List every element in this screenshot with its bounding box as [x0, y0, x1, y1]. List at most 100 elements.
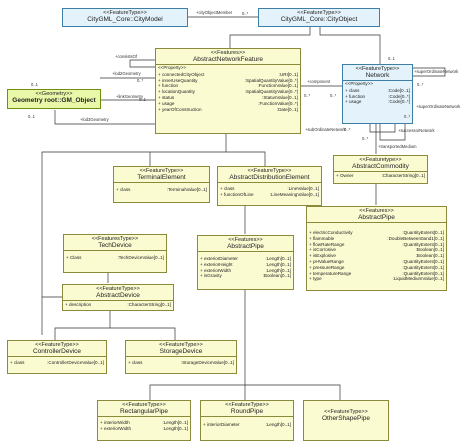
attribute-row: + functionOfLine :LineMeaningValue[0..1]	[220, 192, 319, 198]
class-name: CityGML_Core::CityObject	[280, 16, 358, 23]
edge-anf-generalization-cityobject	[229, 26, 311, 48]
edge-othershape-to-pipe	[245, 384, 341, 400]
attribute-list: + class:StorageDeviceValue[0..1]	[126, 357, 236, 367]
stereotype: <<Geometry>>	[35, 91, 73, 97]
attribute-type: :LineMeaningValue[0..1]	[269, 191, 319, 197]
edge-super-ordinate-network	[412, 67, 446, 77]
multiplicity: 0..*	[137, 78, 144, 83]
attribute-type: :Length[0..1]	[265, 261, 291, 267]
attribute-name: + exteriorWidth	[200, 267, 232, 273]
attribute-name: + pressureRange	[309, 264, 345, 270]
assoc-label-super-ordinate-network: +superOrdinateNetwork	[414, 69, 459, 74]
edge-rectpipe-to-pipe	[149, 290, 246, 400]
assoc-label-city-object-member: +cityObjectMember	[196, 10, 233, 15]
attribute-type: :SpatialQuantityValue[0..*]	[244, 89, 298, 95]
attribute-name: + pHValueRange	[309, 258, 344, 264]
attribute-type: :SpatialQuantityValue[0..*]	[244, 77, 298, 83]
attribute-name: + functionOfLine	[220, 191, 254, 197]
attribute-type: :CharacterString[0..1]	[381, 173, 425, 178]
stereotype: <<FeatureType>>	[35, 342, 79, 348]
attribute-type: :Boolean[0..1]	[262, 273, 291, 279]
attribute-row: + pHValueRange:QuantityExtent[0..1]	[309, 259, 444, 265]
attribute-type: :CharacterString[0..1]	[127, 302, 171, 307]
attribute-row: + class:Code[0..1]	[345, 88, 410, 94]
attribute-row: + exteriorHeight:Length[0..1]	[200, 262, 291, 268]
attribute-row: + type:LiquidMediumValue[0..1]	[309, 276, 444, 282]
attribute-type: :Length[0..1]	[265, 267, 291, 273]
stereotype: <<FeaturesType>>	[91, 236, 139, 242]
attribute-type: :Length[0..1]	[162, 425, 188, 431]
class-name: TechDevice	[98, 242, 132, 249]
class-abstract-network-feature[interactable]: <<Features>>AbstractNetworkFeature <<Pro…	[155, 48, 301, 134]
class-abstract-device[interactable]: <<FeatureType>>AbstractDevice + descript…	[62, 284, 174, 311]
multiplicity: 0..1	[31, 82, 38, 87]
attribute-name: + description	[65, 302, 92, 307]
attribute-row: + yearOfConstruction:Date[0..1]	[158, 107, 298, 113]
class-round-pipe[interactable]: <<FeatureType>>RoundPipe + interiorDiame…	[200, 400, 294, 441]
attribute-type: :Length[0..1]	[265, 422, 291, 427]
attribute-row: + description :CharacterString[0..1]	[65, 302, 171, 308]
class-abstract-pipe-small[interactable]: <<Features>>AbstractPipe + exteriorDiame…	[197, 235, 294, 290]
assoc-label-successor-network: +successorNetwork	[398, 128, 435, 133]
section-label: <<Property>>	[345, 81, 374, 86]
attribute-row: + locationQuantity :SpatialQuantityValue[…	[158, 89, 298, 95]
class-name: RectangularPipe	[119, 408, 169, 415]
attribute-row: + exteriorDiameter:Length[0..1]	[200, 256, 291, 262]
class-other-shape-pipe[interactable]: <<FeatureType>>OtherShapePipe	[303, 400, 389, 441]
attribute-row: + interiorWidth:Length[0..1]	[100, 420, 188, 426]
class-storage-device[interactable]: <<FeatureType>>StorageDevice + class:Sto…	[125, 340, 237, 374]
attribute-name: + class	[116, 187, 131, 192]
attribute-type: :LineValue[0..1]	[287, 186, 319, 191]
attribute-type: :TerminalValue[0..1]	[166, 187, 207, 192]
attribute-name: + Owner	[336, 173, 354, 178]
multiplicity: 0..*	[330, 93, 337, 98]
attribute-row: + electricConductivity:QuantityExtent[0.…	[309, 230, 444, 236]
attribute-name: + class	[128, 360, 143, 365]
stereotype: <<FeatureType>>	[297, 10, 341, 16]
attribute-name: + isGravity	[200, 273, 222, 279]
attribute-row: + flammable:DoubleBetween0and1[0..1]	[309, 236, 444, 242]
attribute-type: :QuantityExtent[0..1]	[402, 264, 444, 270]
class-name: Network	[365, 72, 390, 79]
stereotype: <<FeatureType>>	[247, 168, 292, 174]
attribute-name: + exteriorWidth	[100, 425, 132, 431]
class-tech-device[interactable]: <<FeaturesType>>TechDevice + Class:TechD…	[63, 234, 167, 273]
class-network[interactable]: <<FeatureType>>Network <<Property>> + cl…	[342, 64, 413, 124]
attribute-list: + class:Code[0..1]+ function:Code[0..*]+…	[343, 87, 412, 106]
edge-distribution-to-anf	[226, 151, 266, 166]
edge-sub-ordinate-network	[369, 124, 396, 133]
assoc-label-lod3-geometry: +lod3Geometry	[80, 117, 109, 122]
class-controller-device[interactable]: <<FeatureType>>ControllerDevice + class:…	[7, 340, 107, 374]
class-rectangular-pipe[interactable]: <<FeatureType>>RectangularPipe + interio…	[97, 400, 191, 441]
stereotype: <<Featuretype>>	[359, 157, 402, 163]
attribute-type: :ControllerDeviceValue[0..1]	[47, 360, 104, 365]
class-name: RoundPipe	[230, 408, 264, 415]
attribute-name: + function	[158, 83, 179, 89]
attribute-type: :Code[0..1]	[387, 87, 410, 93]
class-name: TerminalElement	[137, 174, 186, 181]
attribute-row: + class :TerminalValue[0..1]	[116, 187, 207, 193]
class-abstract-distribution-element[interactable]: <<FeatureType>>AbstractDistributionEleme…	[217, 166, 322, 206]
class-name: AbstractPipe	[358, 214, 395, 221]
multiplicity: 0..1	[139, 97, 146, 102]
attribute-list: + Owner :CharacterString[0..1]	[334, 172, 427, 180]
class-name: StorageDevice	[159, 348, 203, 355]
attribute-row: + Class:TechDeviceValue[0..1]	[66, 255, 164, 261]
assoc-label-transported-medium: +transportedMedium	[378, 144, 417, 149]
stereotype: <<FeatureType>>	[225, 402, 269, 408]
class-terminal-element[interactable]: <<FeatureType>>TerminalElement + class:T…	[113, 166, 210, 203]
edge-controller-to-device	[54, 310, 111, 340]
attribute-name: + interiorWidth	[100, 420, 130, 425]
class-city-object[interactable]: <<FeatureType>>CityGML_Core::CityObject	[258, 8, 380, 27]
class-abstract-pipe-large[interactable]: <<Features>>AbstractPipe + electricCondu…	[306, 206, 447, 291]
assoc-label-super-ordinate-network-2: +superOrdinateNetwork	[416, 104, 461, 109]
class-geometry[interactable]: <<Geometry>>Geometry root::GM_Object	[7, 89, 101, 109]
attribute-name: + electricConductivity	[309, 230, 353, 235]
class-city-model[interactable]: <<FeatureType>>CityGML_Core::CityModel	[62, 8, 188, 27]
attribute-row: + exteriorWidth :Length[0..1]	[200, 268, 291, 274]
attribute-name: + locationQuantity	[158, 89, 195, 95]
class-abstract-commodity[interactable]: <<Featuretype>>AbstractCommodity + Owner…	[333, 155, 428, 184]
attribute-name: + usage	[158, 100, 175, 106]
attribute-row: + flowRateRange:QuantityExtent[0..1]	[309, 242, 444, 248]
stereotype: <<FeatureType>>	[122, 402, 166, 408]
